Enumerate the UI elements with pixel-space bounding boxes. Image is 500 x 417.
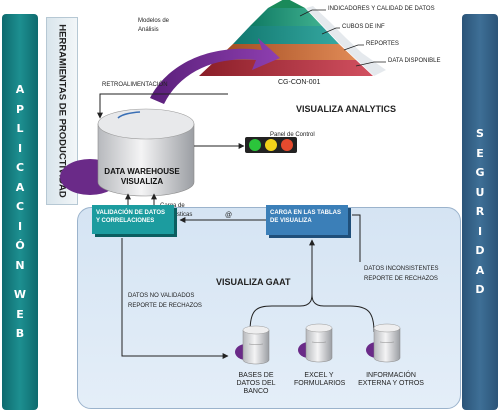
pyramid-level-2 bbox=[233, 26, 339, 44]
rep-rechazos-1-label: REPORTE DE RECHAZOS bbox=[364, 276, 438, 282]
label-letter: L bbox=[16, 122, 24, 136]
pyramid-apex bbox=[268, 0, 305, 8]
db-externa-icon bbox=[366, 323, 401, 363]
purple-curved-arrow bbox=[150, 38, 280, 104]
pyramid-label-1: INDICADORES Y CALIDAD DE DATOS bbox=[328, 6, 435, 12]
dw-label: DATA WAREHOUSE VISUALIZA bbox=[104, 167, 180, 186]
label-letter: A bbox=[15, 83, 25, 97]
modelos-label: Modelos de Análisis bbox=[138, 18, 170, 33]
pyramid-leader-1 bbox=[299, 9, 326, 17]
rep-rechazos-2-label: REPORTE DE RECHAZOS bbox=[128, 303, 202, 309]
label-letter: S bbox=[476, 127, 484, 141]
db-excel-icon bbox=[298, 323, 333, 363]
at-symbol: @ bbox=[225, 212, 233, 219]
label-letter: W bbox=[13, 288, 27, 302]
pyramid-level-1 bbox=[250, 8, 322, 26]
label-letter: Ó bbox=[15, 239, 25, 253]
label-letter: I bbox=[477, 224, 483, 238]
label-letter: I bbox=[17, 141, 23, 155]
label-letter: E bbox=[476, 146, 484, 160]
label-letter: A bbox=[15, 180, 25, 194]
green-light-icon bbox=[249, 139, 261, 151]
pyramid-label-3: REPORTES bbox=[366, 41, 399, 47]
label-letter: N bbox=[15, 258, 25, 272]
source-excel-label: EXCEL Y FORMULARIOS bbox=[294, 372, 346, 387]
source-bases-label: BASES DE DATOS DEL BANCO bbox=[236, 372, 276, 395]
label-letter: A bbox=[475, 263, 485, 277]
label-letter: C bbox=[15, 200, 25, 214]
inconsistentes-label: DATOS INCONSISTENTES bbox=[364, 266, 439, 272]
pyramid-label-2: CUBOS DE INF bbox=[342, 24, 385, 30]
carga-box: CARGA EN LAS TABLAS DE VISUALIZA bbox=[266, 205, 348, 235]
db-bases-icon bbox=[235, 325, 270, 365]
analytics-title: VISUALIZA ANALYTICS bbox=[296, 104, 397, 114]
yellow-light-icon bbox=[265, 139, 277, 151]
no-validados-label: DATOS NO VALIDADOS bbox=[128, 293, 195, 299]
pyramid-leader-2 bbox=[321, 27, 340, 35]
source-externa-label: INFORMACIÓN EXTERNA Y OTROS bbox=[358, 372, 424, 387]
pyramid-leader-4 bbox=[355, 61, 386, 67]
validacion-box: VALIDACIÓN DE DATOS Y CORRELACIONES bbox=[92, 205, 174, 234]
label-letter: B bbox=[15, 327, 25, 341]
label-letter: I bbox=[17, 219, 23, 233]
retro-arrow bbox=[97, 93, 228, 119]
pyramid-leader-3 bbox=[343, 44, 364, 51]
label-letter: E bbox=[16, 307, 24, 321]
panel-label: Panel de Control bbox=[270, 132, 315, 138]
retro-label: RETROALIMENTACIÓN bbox=[102, 82, 168, 88]
pyramid-level-4 bbox=[199, 60, 373, 76]
label-letter: D bbox=[475, 283, 485, 297]
label-letter: P bbox=[15, 102, 25, 116]
inconsistentes-line bbox=[352, 214, 361, 262]
gaat-title: VISUALIZA GAAT bbox=[216, 277, 291, 287]
traffic-light-panel bbox=[245, 137, 297, 153]
red-light-icon bbox=[281, 139, 293, 151]
label-letter: G bbox=[475, 166, 485, 180]
label-letter: D bbox=[475, 244, 485, 258]
code-label: CG-CON-001 bbox=[278, 79, 321, 86]
pyramid-label-4: DATA DISPONIBLE bbox=[388, 58, 441, 64]
no-validados-arrow bbox=[121, 238, 229, 359]
label-letter: R bbox=[475, 205, 485, 219]
gaat-panel bbox=[77, 207, 461, 409]
label-letter: C bbox=[15, 161, 25, 175]
data-warehouse-cylinder bbox=[60, 108, 195, 197]
label-letter: U bbox=[475, 185, 485, 199]
